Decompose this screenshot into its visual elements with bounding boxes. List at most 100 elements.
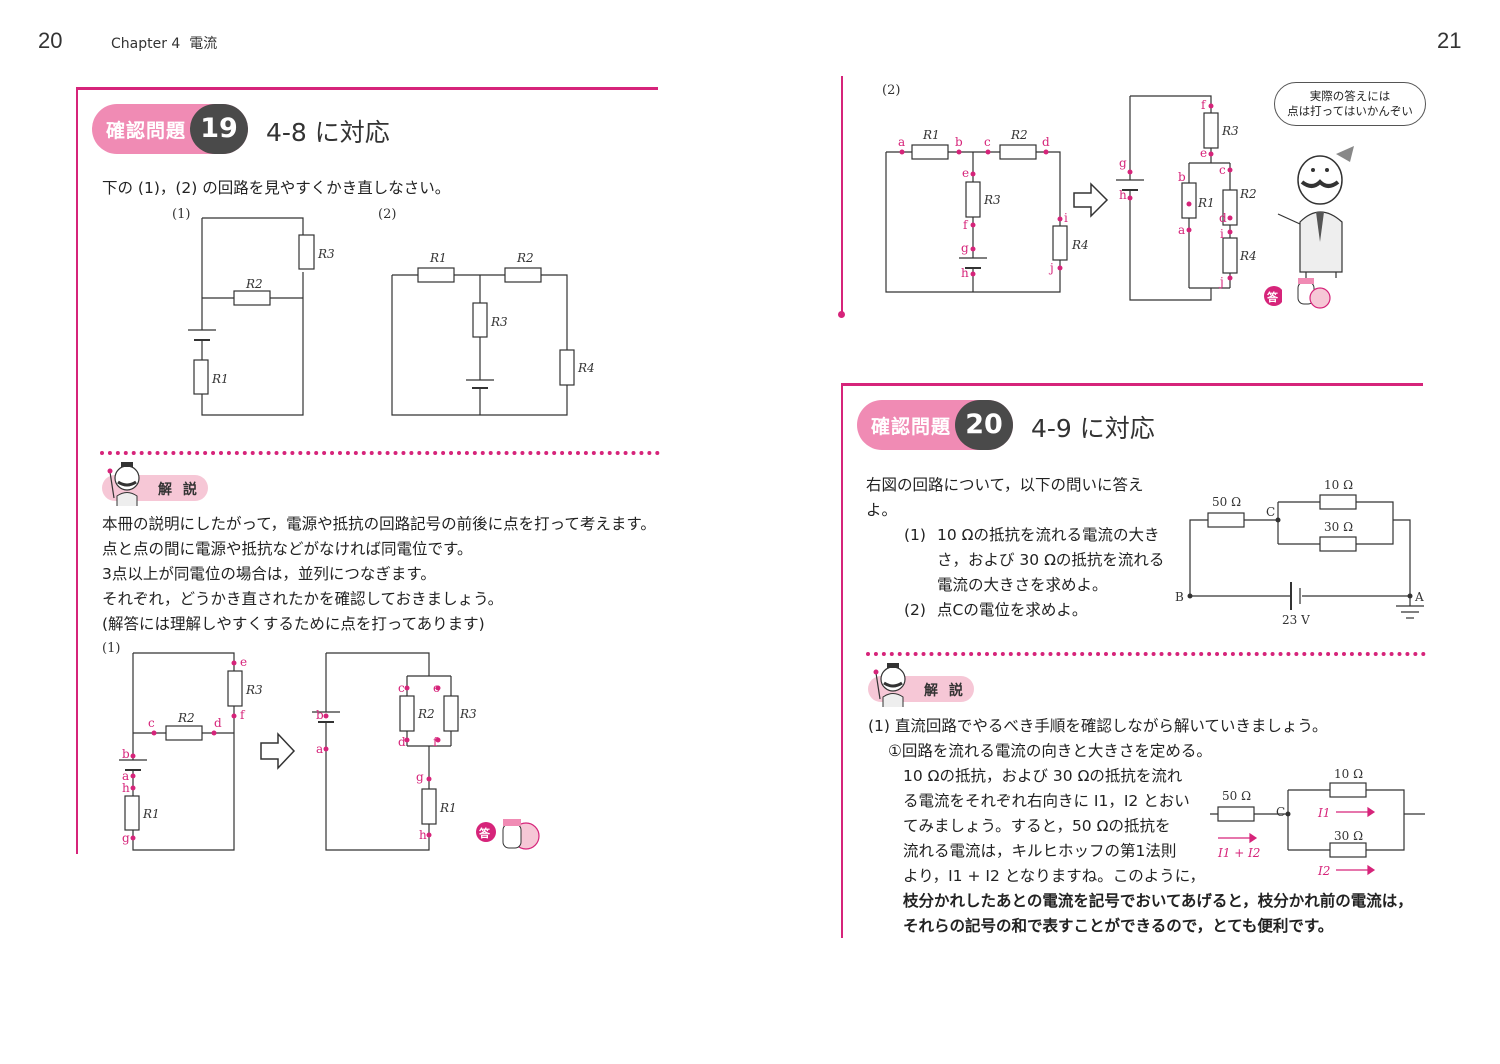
problem-20-badge: 確認問題 20 xyxy=(857,400,1013,450)
problem-19-tag: 確認問題 xyxy=(106,120,187,142)
svg-text:b: b xyxy=(955,135,963,149)
answer-1-body: 10 Ωの抵抗，および 30 Ωの抵抗を流れ る電流をそれぞれ右向きに I1，I… xyxy=(903,764,1205,889)
label-r2: R2 xyxy=(1010,128,1028,142)
svg-text:a: a xyxy=(1178,223,1185,237)
svg-text:j: j xyxy=(1048,261,1054,275)
chapter-title: 電流 xyxy=(189,36,218,52)
problem-19-explanation: 本冊の説明にしたがって，電源や抵抗の回路記号の前後に点を打って考えます。 点と点… xyxy=(102,512,656,637)
svg-text:e: e xyxy=(1200,146,1207,160)
question-line: さ，および 30 Ωの抵抗を流れる xyxy=(937,551,1165,569)
svg-text:h: h xyxy=(419,828,427,842)
label-r4: R4 xyxy=(1239,249,1257,263)
arrow-right-icon xyxy=(1073,182,1109,218)
svg-text:h: h xyxy=(1119,188,1127,202)
label-30-ohm: 30 Ω xyxy=(1334,829,1363,843)
svg-text:b: b xyxy=(122,747,130,761)
label-r3: R3 xyxy=(983,193,1001,207)
label-r2: R2 xyxy=(245,277,263,291)
professor-icon xyxy=(1277,146,1354,309)
label-r1: R1 xyxy=(439,801,457,815)
svg-text:c: c xyxy=(984,135,991,149)
speech-line: 実際の答えには xyxy=(1309,89,1391,103)
label-r3: R3 xyxy=(459,707,477,721)
page-number-right: 21 xyxy=(1437,28,1462,53)
answer-line: 流れる電流は，キルヒホッフの第1法則 xyxy=(903,842,1177,860)
key-point-line: それらの記号の和で表すことができるので，とても便利です。 xyxy=(903,917,1334,935)
explanation-label: 解 説 xyxy=(158,482,200,498)
svg-text:e: e xyxy=(962,166,969,180)
answer-line: てみましょう。すると，50 Ωの抵抗を xyxy=(903,817,1171,835)
svg-text:f: f xyxy=(1201,98,1207,112)
label-10-ohm: 10 Ω xyxy=(1324,478,1353,492)
answer-line: る電流をそれぞれ右向きに I1，I2 とおい xyxy=(903,792,1190,810)
dotted-separator xyxy=(100,451,660,455)
label-c: C xyxy=(1276,805,1285,819)
section-top-rule xyxy=(841,383,1423,386)
svg-text:f: f xyxy=(433,735,439,749)
arrow-right-icon xyxy=(260,732,296,770)
label-r3: R3 xyxy=(1221,124,1239,138)
problem-19-title: 4-8 に対応 xyxy=(266,118,390,147)
label-i2: I2 xyxy=(1317,864,1330,878)
svg-text:c: c xyxy=(398,681,405,695)
speech-line: 点は打ってはいかんぞい xyxy=(1287,104,1413,118)
fig2-label: (2) xyxy=(378,207,396,222)
label-r3: R3 xyxy=(490,315,508,329)
label-30-ohm: 30 Ω xyxy=(1324,520,1353,534)
svg-text:g: g xyxy=(416,770,424,784)
question-line: 10 Ωの抵抗を流れる電流の大き xyxy=(937,526,1160,544)
label-r2: R2 xyxy=(516,251,534,265)
svg-text:e: e xyxy=(240,655,247,669)
fig1-label: (1) xyxy=(172,207,190,222)
label-50-ohm: 50 Ω xyxy=(1222,789,1251,803)
label-r1: R1 xyxy=(922,128,940,142)
svg-text:a: a xyxy=(122,769,129,783)
label-50-ohm: 50 Ω xyxy=(1212,495,1241,509)
problem-19-circuits: R3 R2 R1 R1 R2 R3 R4 (1) (2) xyxy=(172,207,595,416)
answer-line: 10 Ωの抵抗，および 30 Ωの抵抗を流れ xyxy=(903,767,1183,785)
problem-20-number: 20 xyxy=(955,400,1013,450)
dotted-separator xyxy=(866,652,1426,656)
label-r1: R1 xyxy=(142,807,160,821)
svg-text:g: g xyxy=(1119,156,1127,170)
answer-1-intro: (1) 直流回路でやるべき手順を確認しながら解いていきましょう。 xyxy=(868,717,1328,735)
professor-icon xyxy=(107,462,140,506)
current-diagram: 50 Ω 10 Ω 30 Ω C I1 I2 I1 + I2 xyxy=(1210,767,1425,878)
professor-icon xyxy=(873,663,906,707)
svg-text:i: i xyxy=(1220,227,1224,241)
label-23-volt: 23 V xyxy=(1282,613,1310,627)
section-left-rule xyxy=(841,383,843,938)
answer-badge: 答 xyxy=(1267,290,1279,304)
svg-text:g: g xyxy=(961,241,969,255)
key-point-line: 枝分かれしたあとの電流を記号でおいてあげると，枝分かれ前の電流は， xyxy=(903,892,1413,910)
svg-text:d: d xyxy=(1042,135,1050,149)
label-a: A xyxy=(1414,590,1424,604)
page-number-left: 20 xyxy=(38,28,63,53)
label-c: C xyxy=(1266,505,1275,519)
svg-text:c: c xyxy=(1219,163,1226,177)
problem-20-question: 右図の回路について，以下の問いに答え よ。 xyxy=(866,473,1143,523)
section-left-rule xyxy=(76,87,78,854)
question-1-text: 10 Ωの抵抗を流れる電流の大き さ，および 30 Ωの抵抗を流れる 電流の大き… xyxy=(937,523,1164,598)
svg-text:b: b xyxy=(1178,170,1186,184)
explanation-line: それぞれ，どうかき直されたかを確認しておきましょう。 xyxy=(102,590,504,608)
label-r1: R1 xyxy=(429,251,447,265)
label-r1: R1 xyxy=(211,372,229,386)
svg-text:g: g xyxy=(122,831,130,845)
section-left-rule xyxy=(841,76,843,314)
chapter-number: Chapter 4 xyxy=(111,36,181,52)
label-r2: R2 xyxy=(177,711,195,725)
explanation-line: 本冊の説明にしたがって，電源や抵抗の回路記号の前後に点を打って考えます。 xyxy=(102,515,656,533)
label-b: B xyxy=(1175,590,1184,604)
svg-text:j: j xyxy=(1218,275,1224,289)
chapter-label: Chapter 4 電流 xyxy=(111,33,217,53)
problem-19-badge: 確認問題 19 xyxy=(92,104,248,154)
label-r4: R4 xyxy=(1071,238,1089,252)
answer-2-label: (2) xyxy=(882,83,900,98)
speech-bubble: 実際の答えには 点は打ってはいかんぞい xyxy=(1274,82,1426,126)
rule-end-dot xyxy=(838,311,845,318)
svg-text:b: b xyxy=(316,708,324,722)
svg-text:i: i xyxy=(1064,211,1068,225)
mascot-icon xyxy=(1297,278,1331,309)
